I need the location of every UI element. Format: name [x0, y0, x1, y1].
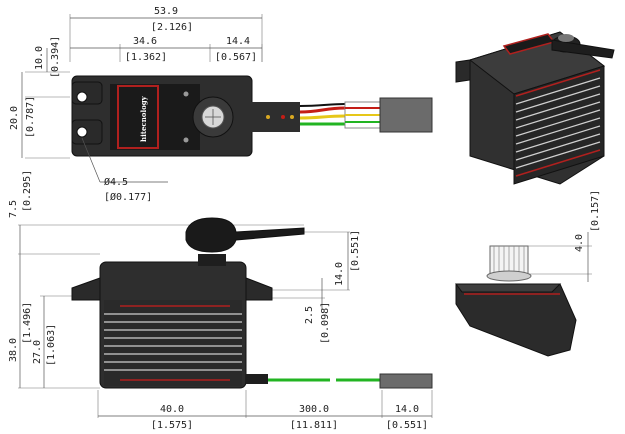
brand-label — [117, 85, 159, 149]
wire-length-inch-label: [11.811] — [290, 420, 338, 431]
servo-horn — [185, 217, 305, 253]
iso-cooling-fins — [515, 77, 601, 169]
mounting-hole-bottom — [76, 126, 88, 138]
isometric-view — [455, 31, 615, 185]
side-view: 7.5 [0.295] 14.0 [0.551] 2.5 [0.098] 38.… — [8, 170, 433, 431]
side-ear-left — [71, 277, 101, 301]
total-height-inch-label: [1.496] — [22, 302, 33, 344]
connector-housing — [379, 97, 433, 133]
hole-pitch-label: 20.0 — [9, 106, 20, 130]
spline-top-inch-label: [0.551] — [350, 230, 361, 272]
side-cooling-fins — [104, 313, 242, 371]
body-height-inch-label: [1.063] — [46, 324, 57, 366]
ear-thickness-inch-label: [0.098] — [320, 302, 331, 344]
spline-base — [198, 254, 226, 266]
hole-dia-inch-label: [Ø0.177] — [104, 191, 152, 203]
wire-length-label: 300.0 — [299, 404, 329, 415]
wire-red — [299, 106, 346, 114]
ear-span-inch-label: [1.362] — [125, 52, 167, 63]
hole-leader — [81, 137, 101, 183]
mounting-hole-top — [76, 91, 88, 103]
wire-yellow — [299, 114, 346, 120]
front-view: 53.9 [2.126] 34.6 [1.362] 14.4 [0.567] 1… — [9, 6, 433, 203]
spline-top-label: 14.0 — [334, 262, 345, 286]
screw-icon — [183, 137, 189, 143]
top-offset-inch-label: [0.394] — [50, 36, 61, 78]
total-height-label: 38.0 — [8, 338, 19, 362]
ear-thickness-label: 2.5 — [304, 306, 315, 324]
side-ear-right — [245, 277, 273, 301]
spline-height-inch-label: [0.157] — [590, 190, 601, 232]
width-inch-label: [2.126] — [151, 22, 193, 33]
hole-dia-label: Ø4.5 — [104, 176, 128, 188]
detail-case — [455, 283, 577, 357]
side-connector — [379, 373, 433, 389]
width-label: 53.9 — [154, 6, 178, 17]
shaft-offset-inch-label: [0.567] — [215, 52, 257, 63]
shaft-offset-label: 14.4 — [226, 36, 250, 47]
body-width-inch-label: [1.575] — [151, 420, 193, 431]
hole-pitch-inch-label: [0.787] — [25, 96, 36, 138]
cable-grommet — [246, 374, 268, 384]
connector-length-label: 14.0 — [395, 404, 419, 415]
screw-icon — [183, 91, 189, 97]
spline-height-label: 4.0 — [574, 234, 585, 252]
ear-span-label: 34.6 — [133, 36, 157, 47]
detail-view: 4.0 [0.157] — [455, 190, 601, 357]
horn-height-inch-label: [0.295] — [22, 170, 33, 212]
horn-height-label: 7.5 — [8, 200, 19, 218]
body-height-label: 27.0 — [32, 340, 43, 364]
top-offset-label: 10.0 — [34, 46, 45, 70]
mounting-ear-top — [71, 81, 103, 105]
body-width-label: 40.0 — [160, 404, 184, 415]
brand-logo: hitecnology — [139, 95, 148, 142]
iso-horn-arm — [551, 39, 615, 59]
connector-length-inch-label: [0.551] — [386, 420, 428, 431]
